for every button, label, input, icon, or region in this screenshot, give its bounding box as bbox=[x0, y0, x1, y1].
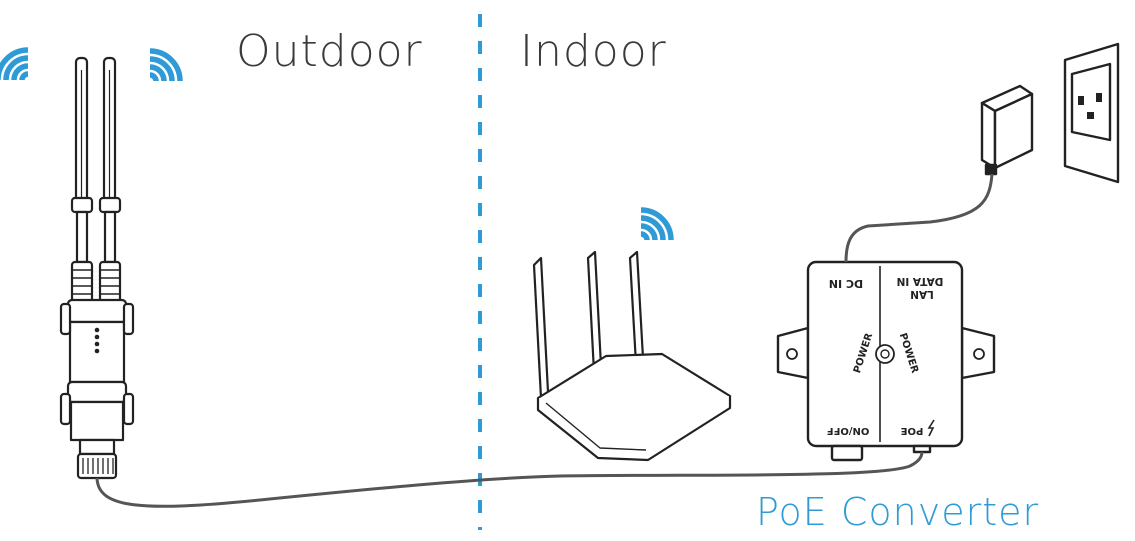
lightning-icon bbox=[927, 419, 935, 437]
outdoor-antenna-device bbox=[59, 56, 135, 480]
converter-on-off-label: ON/OFF bbox=[827, 425, 870, 436]
indoor-label: Indoor bbox=[520, 26, 667, 77]
outdoor-label: Outdoor bbox=[236, 26, 423, 77]
converter-lan-label: LAN bbox=[910, 288, 934, 300]
wifi-signal-icon-right bbox=[149, 48, 183, 82]
converter-poe-label: POE bbox=[901, 425, 924, 436]
outlet-socket-holes bbox=[1078, 93, 1102, 119]
ethernet-cable bbox=[95, 451, 924, 508]
poe-converter-icon bbox=[776, 260, 996, 462]
router-icon bbox=[532, 250, 732, 462]
wifi-signal-icon-left bbox=[0, 47, 29, 81]
power-adapter-icon bbox=[980, 84, 1034, 176]
converter-dc-in-label: DC IN bbox=[829, 277, 863, 290]
status-led-dots bbox=[94, 327, 100, 354]
poe-converter-label: PoE Converter bbox=[756, 490, 1040, 534]
converter-data-in-label: DATA IN bbox=[897, 275, 944, 287]
router-wifi-signal-icon bbox=[640, 207, 674, 241]
power-cable bbox=[844, 173, 994, 263]
